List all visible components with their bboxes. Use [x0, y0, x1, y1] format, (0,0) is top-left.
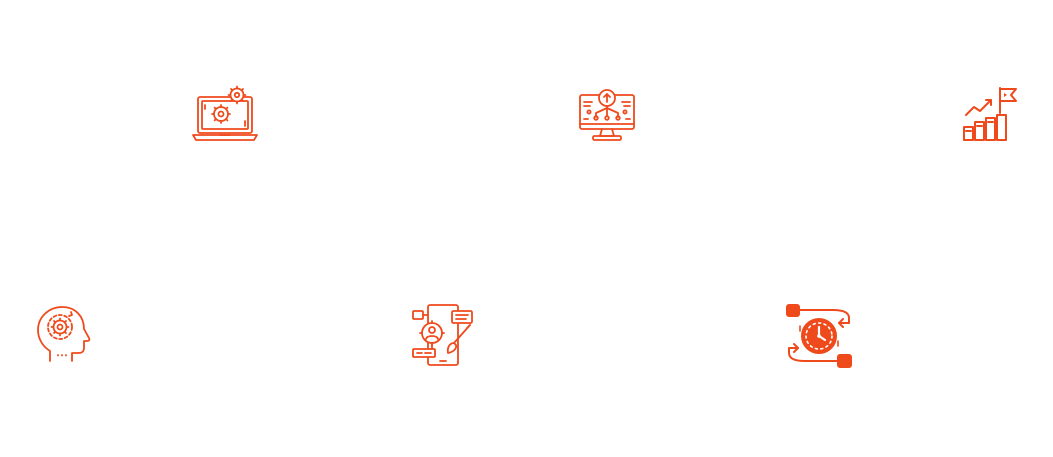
- user-design-flow-icon: [410, 303, 476, 369]
- laptop-settings-icon: [190, 83, 260, 145]
- growth-chart-flag-icon: [960, 85, 1020, 145]
- monitor-network-upload-icon: [576, 86, 638, 144]
- head-gear-icon: [36, 305, 92, 365]
- clock-process-cycle-icon: [783, 301, 855, 373]
